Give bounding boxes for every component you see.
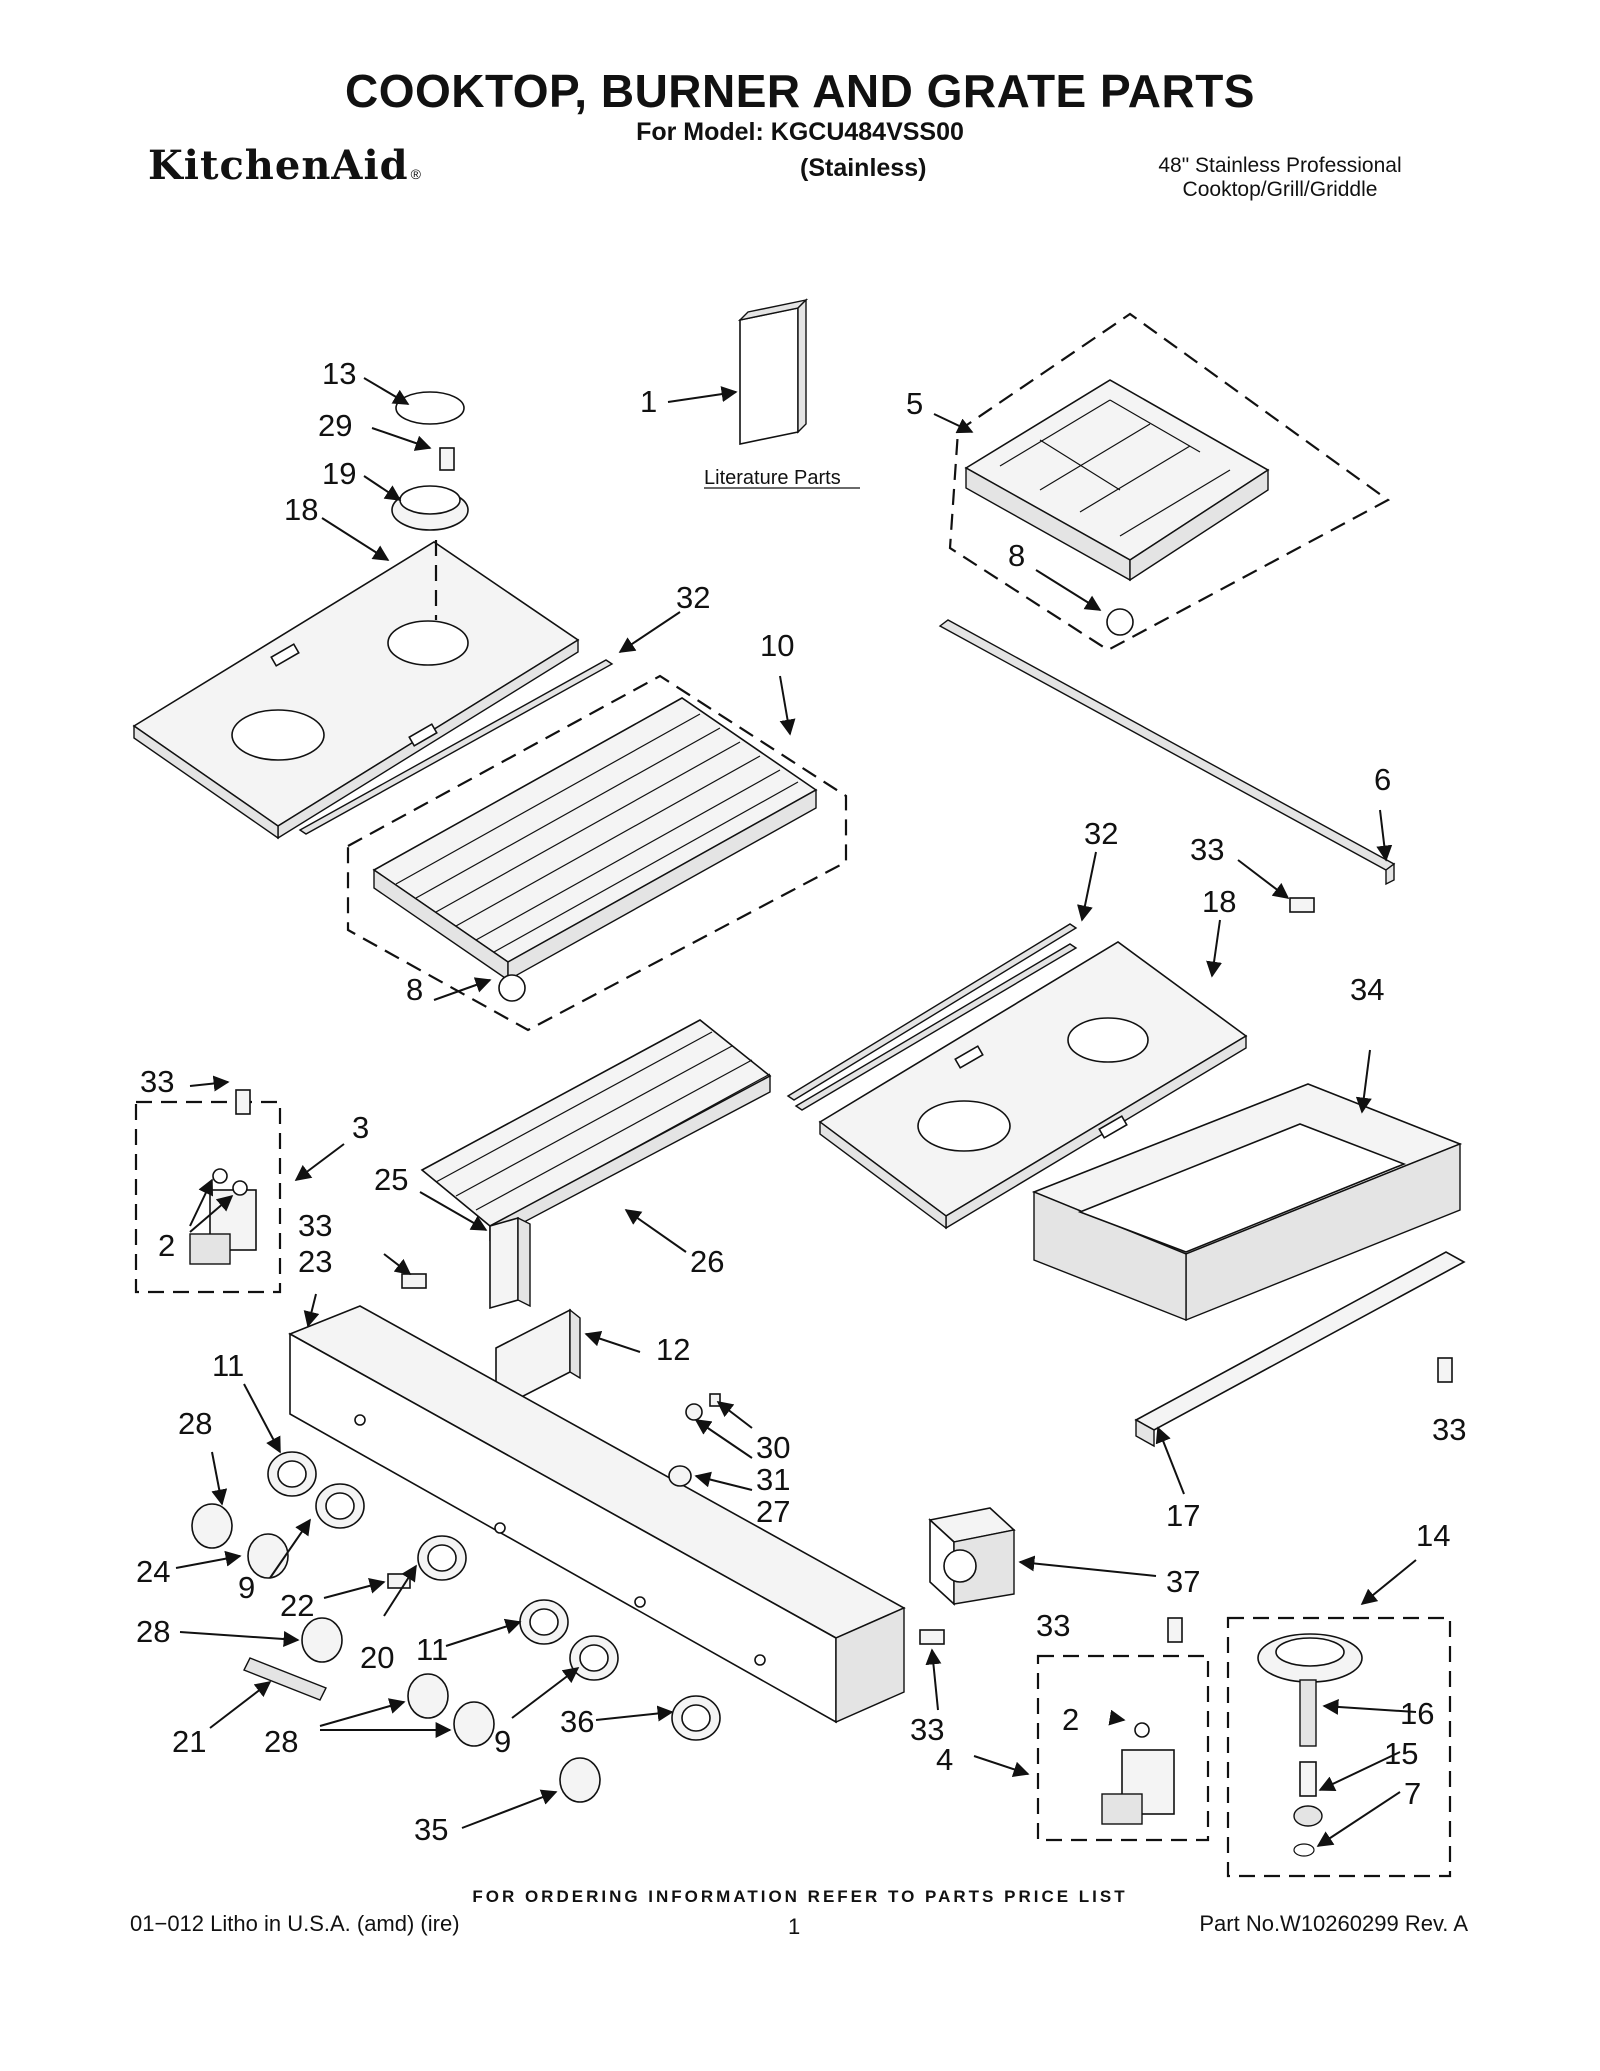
- callout-19: 19: [322, 456, 356, 491]
- small-parts-30-31: [668, 1393, 721, 1487]
- burner-cap: [395, 391, 465, 425]
- model-finish: (Stainless): [800, 154, 927, 182]
- screw-left-top: [235, 1089, 251, 1115]
- trim-strip-top: [298, 659, 614, 835]
- model-number: For Model: KGCU484VSS00: [636, 118, 964, 146]
- part-number: Part No.W10260299 Rev. A: [1199, 1911, 1468, 1936]
- callout-11-top: 11: [212, 1348, 244, 1383]
- knob-bezel-set: [267, 1451, 721, 1741]
- callout-24: 24: [136, 1554, 170, 1589]
- ordering-note: FOR ORDERING INFORMATION REFER TO PARTS …: [472, 1887, 1128, 1906]
- igniter-module: [928, 1507, 1016, 1606]
- product-description-line2: Cooktop/Grill/Griddle: [1182, 178, 1378, 201]
- grill-grate: [346, 674, 848, 1032]
- callout-9-bottom: 9: [494, 1724, 511, 1759]
- callout-15: 15: [1384, 1736, 1418, 1771]
- callout-labels: 13 29 19 18 1 5 8 32 10 6 32 33 18 8 34 …: [136, 356, 1466, 1847]
- callout-17: 17: [1166, 1498, 1200, 1533]
- callout-37: 37: [1166, 1564, 1200, 1599]
- screw-upper-right: [1289, 897, 1315, 913]
- callout-18-right: 18: [1202, 884, 1236, 919]
- burner-pan-right: [818, 941, 1248, 1230]
- trim-strip-right: [938, 619, 1396, 886]
- callout-26: 26: [690, 1244, 724, 1279]
- callout-33-upper: 33: [1190, 832, 1224, 867]
- valve-assembly-left: [134, 1100, 282, 1294]
- callout-8-grill: 8: [406, 972, 423, 1007]
- product-description: 48" Stainless Professional Cooktop/Grill…: [1110, 154, 1450, 202]
- callout-5: 5: [906, 386, 923, 421]
- callout-33-left: 33: [140, 1064, 174, 1099]
- callout-8-top: 8: [1008, 538, 1025, 573]
- callout-27: 27: [756, 1494, 790, 1529]
- screw-valve-right: [1167, 1617, 1183, 1643]
- griddle-plate: [1031, 1083, 1463, 1322]
- callout-23: 23: [298, 1244, 332, 1279]
- callout-28-mid: 28: [136, 1614, 170, 1649]
- callout-28-bottom: 28: [264, 1724, 298, 1759]
- product-description-line1: 48" Stainless Professional: [1158, 154, 1402, 177]
- trim-strip-mid: [786, 923, 1078, 1101]
- callout-16: 16: [1400, 1696, 1434, 1731]
- callout-35: 35: [414, 1812, 448, 1847]
- callout-34: 34: [1350, 972, 1384, 1007]
- brand-logo: KitchenAid®: [148, 142, 422, 189]
- callout-2-left: 2: [158, 1228, 175, 1263]
- registered-mark: ®: [410, 166, 422, 182]
- front-trim-17: [1134, 1251, 1466, 1448]
- callout-20: 20: [360, 1640, 394, 1675]
- callout-21: 21: [172, 1724, 206, 1759]
- callout-14: 14: [1416, 1518, 1450, 1553]
- callout-9-top: 9: [238, 1570, 255, 1605]
- burner-pan-left: [132, 541, 580, 840]
- callout-32-top: 32: [676, 580, 710, 615]
- callout-33-right: 33: [1432, 1412, 1466, 1447]
- callout-33-mid: 33: [298, 1208, 332, 1243]
- screw-mid: [401, 1273, 427, 1289]
- callout-11-bottom: 11: [416, 1632, 448, 1667]
- callout-32-mid: 32: [1084, 816, 1118, 851]
- valve-assembly-right: [1036, 1654, 1210, 1842]
- callout-13: 13: [322, 356, 356, 391]
- callout-4: 4: [936, 1742, 953, 1777]
- callout-3: 3: [352, 1110, 369, 1145]
- callout-33-valve: 33: [1036, 1608, 1070, 1643]
- callout-28-top: 28: [178, 1406, 212, 1441]
- callout-6: 6: [1374, 762, 1391, 797]
- control-knobs: [191, 1503, 601, 1803]
- literature-label: Literature Parts: [704, 467, 841, 489]
- brand-logo-text: KitchenAid: [148, 142, 409, 189]
- callout-18-left: 18: [284, 492, 318, 527]
- bracket-25: [489, 1216, 531, 1310]
- callout-22: 22: [280, 1588, 314, 1623]
- flame-tamer: [420, 1019, 772, 1242]
- control-panel: [288, 1305, 906, 1724]
- literature-booklet: [737, 298, 809, 445]
- burner-screw: [439, 447, 455, 471]
- callout-7: 7: [1404, 1776, 1421, 1811]
- kitchenaid-badge: [243, 1657, 327, 1701]
- screw-right: [1437, 1357, 1453, 1383]
- callout-12: 12: [656, 1332, 690, 1367]
- callout-1: 1: [640, 384, 657, 419]
- burner-grate-right: [948, 312, 1391, 652]
- trim-strip-lower: [794, 943, 1078, 1111]
- leader-lines: [175, 377, 1417, 1847]
- page-number: 1: [788, 1914, 801, 1939]
- screw-panel: [919, 1629, 945, 1645]
- callout-36: 36: [560, 1704, 594, 1739]
- callout-33-panel: 33: [910, 1712, 944, 1747]
- callout-10: 10: [760, 628, 794, 663]
- callout-2-right: 2: [1062, 1702, 1079, 1737]
- litho-info: 01−012 Litho in U.S.A. (amd) (ire): [130, 1911, 460, 1936]
- callout-25: 25: [374, 1162, 408, 1197]
- page-title: COOKTOP, BURNER AND GRATE PARTS: [344, 65, 1255, 117]
- burner-head: [391, 485, 469, 531]
- callout-31: 31: [756, 1462, 790, 1497]
- callout-30: 30: [756, 1430, 790, 1465]
- burner-assembly-14: [1226, 1616, 1452, 1878]
- callout-29: 29: [318, 408, 352, 443]
